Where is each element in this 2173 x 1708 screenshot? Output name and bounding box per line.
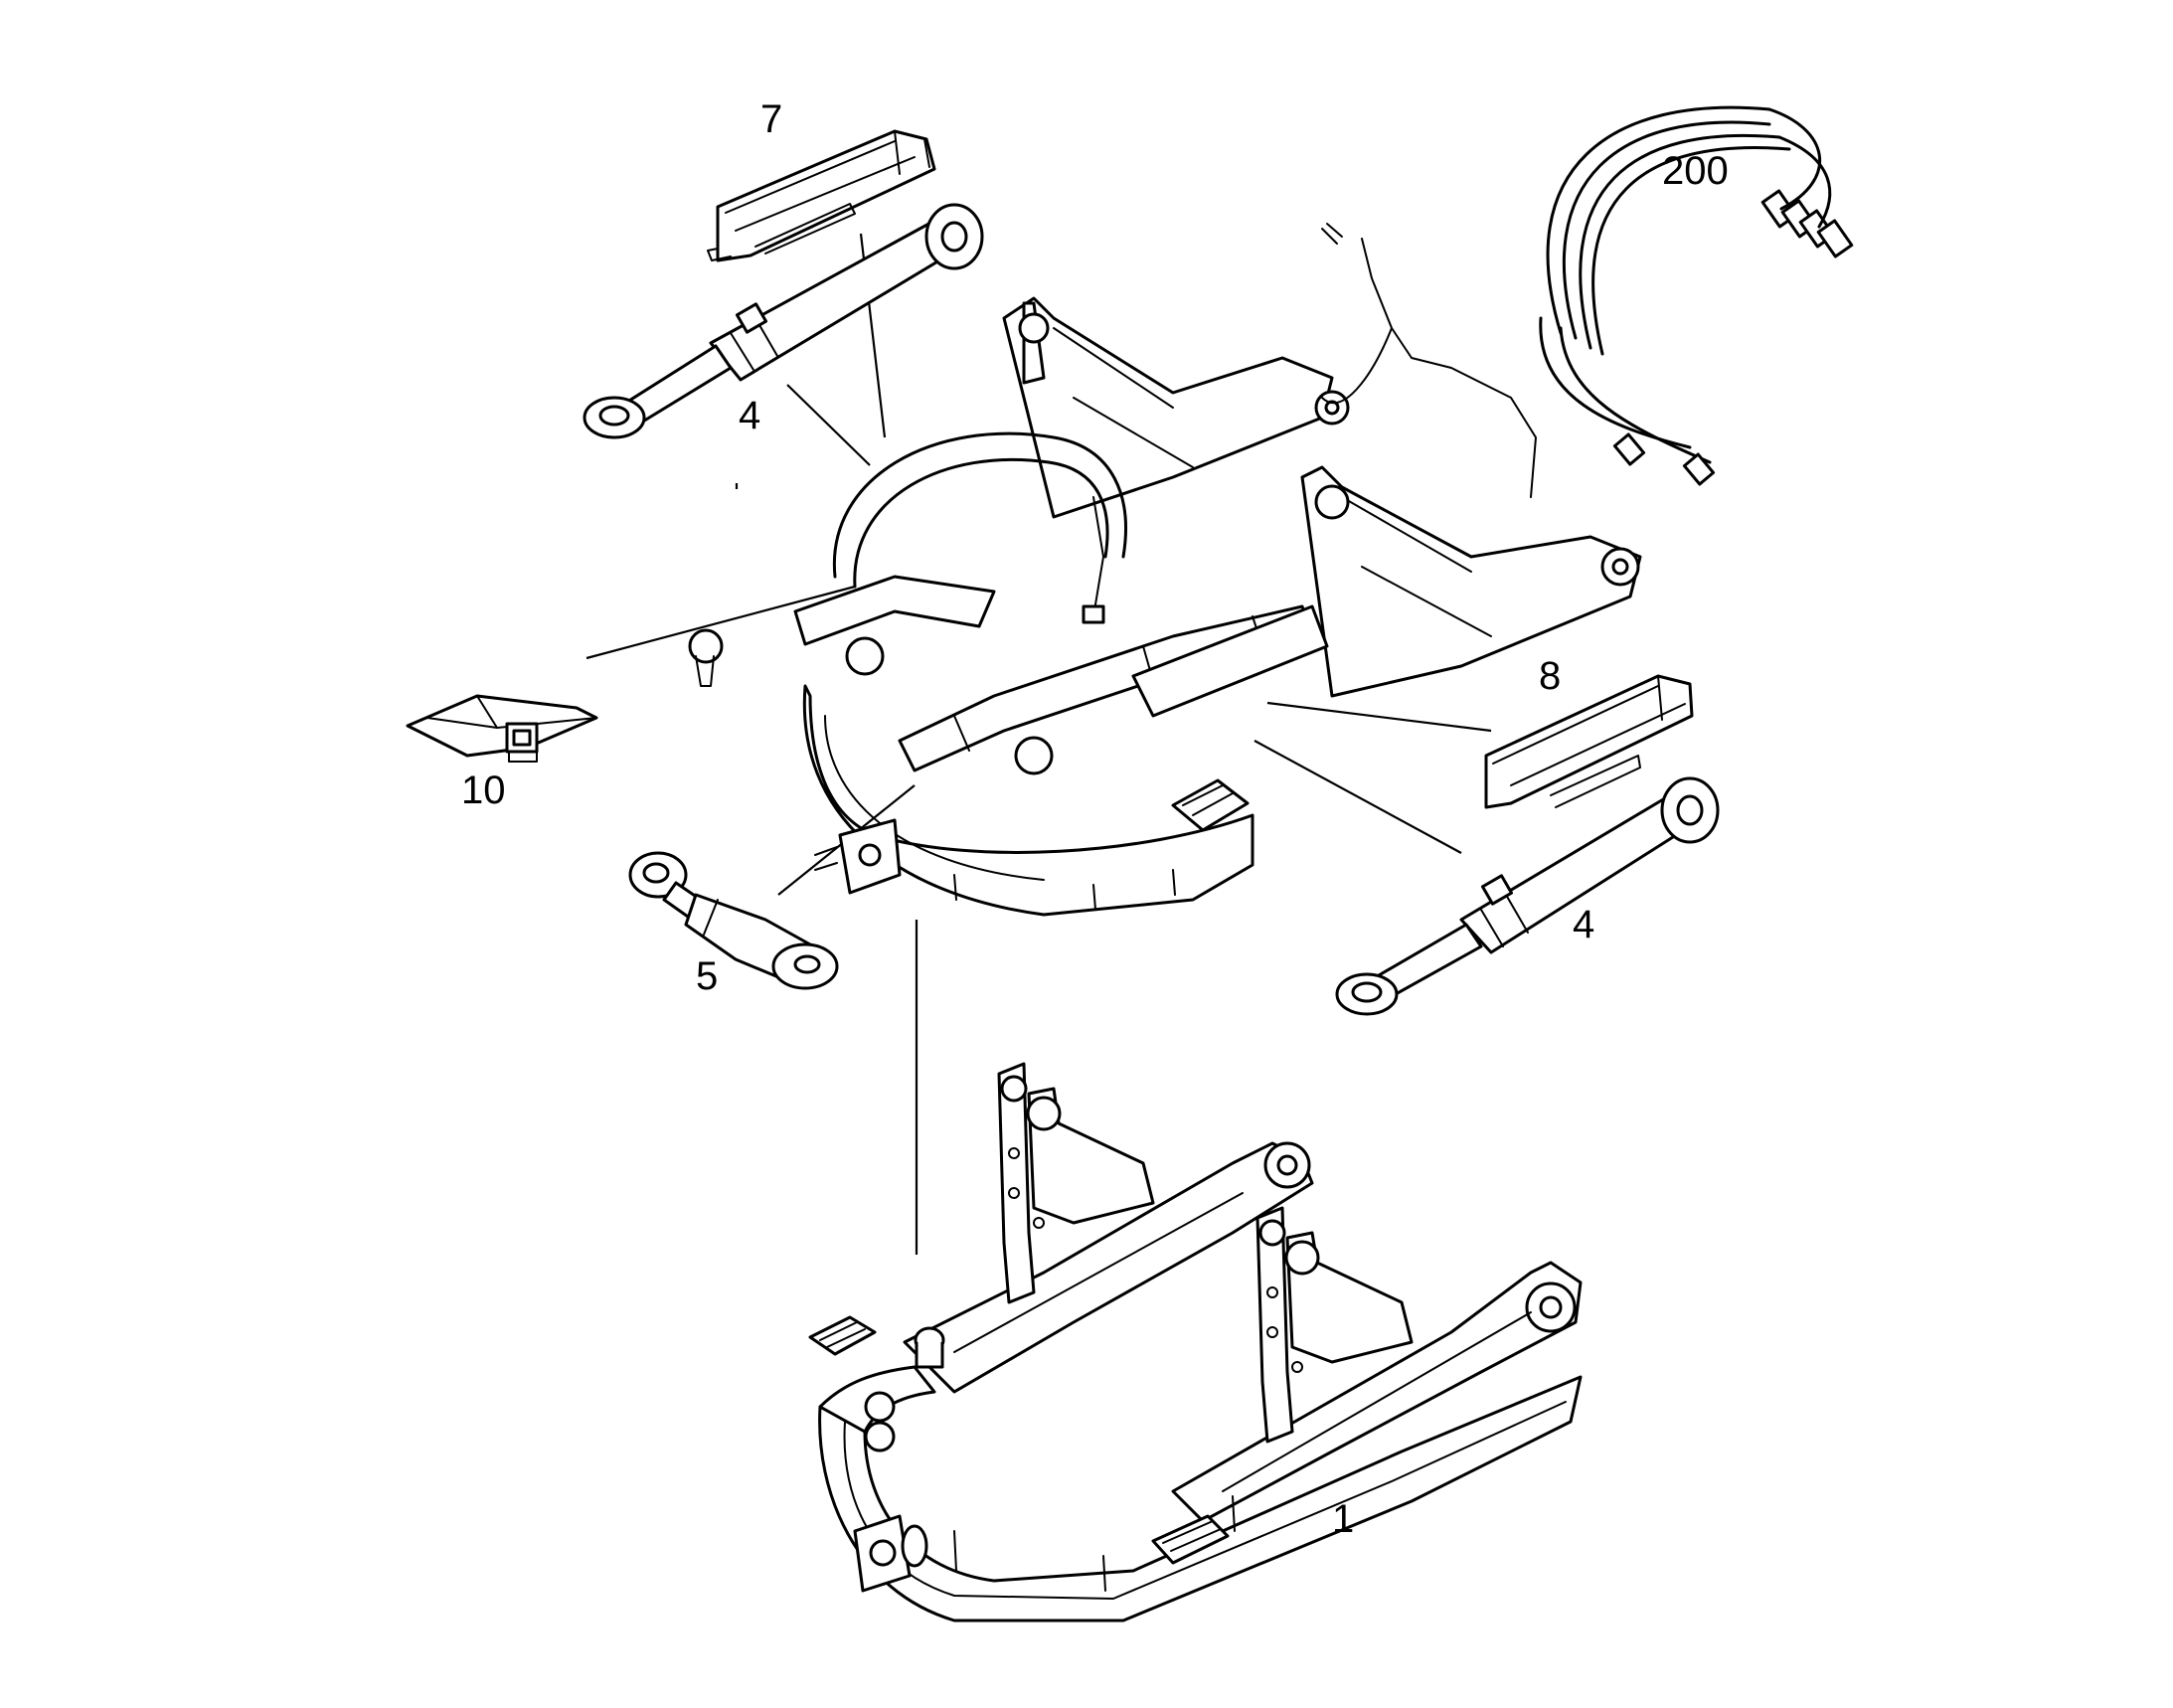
part-8-bracket: [1484, 674, 1694, 809]
callout-7: 7: [760, 97, 783, 141]
callout-1: 1: [1332, 1497, 1355, 1541]
callout-200: 200: [1662, 149, 1729, 193]
part-1-frame: [808, 1062, 1583, 1623]
central-assembly: [688, 223, 1642, 917]
part-7-bracket: [707, 129, 936, 262]
callout-10: 10: [461, 769, 506, 812]
part-10-block: [406, 694, 598, 763]
callout-4-right: 4: [1573, 903, 1595, 946]
leader-8: [1266, 701, 1492, 733]
part-200-hoses: [1539, 105, 1854, 486]
part-4-cylinder-top: [583, 203, 984, 439]
leader-10: [585, 585, 856, 660]
part-5-cylinder: [628, 851, 839, 990]
callout-5: 5: [696, 954, 719, 998]
callout-8: 8: [1539, 654, 1562, 698]
leader-4-right: [1254, 740, 1462, 854]
leader-4-top: [786, 384, 871, 466]
part-4-cylinder-right: [1335, 776, 1720, 1016]
callout-4-top: 4: [739, 394, 761, 437]
